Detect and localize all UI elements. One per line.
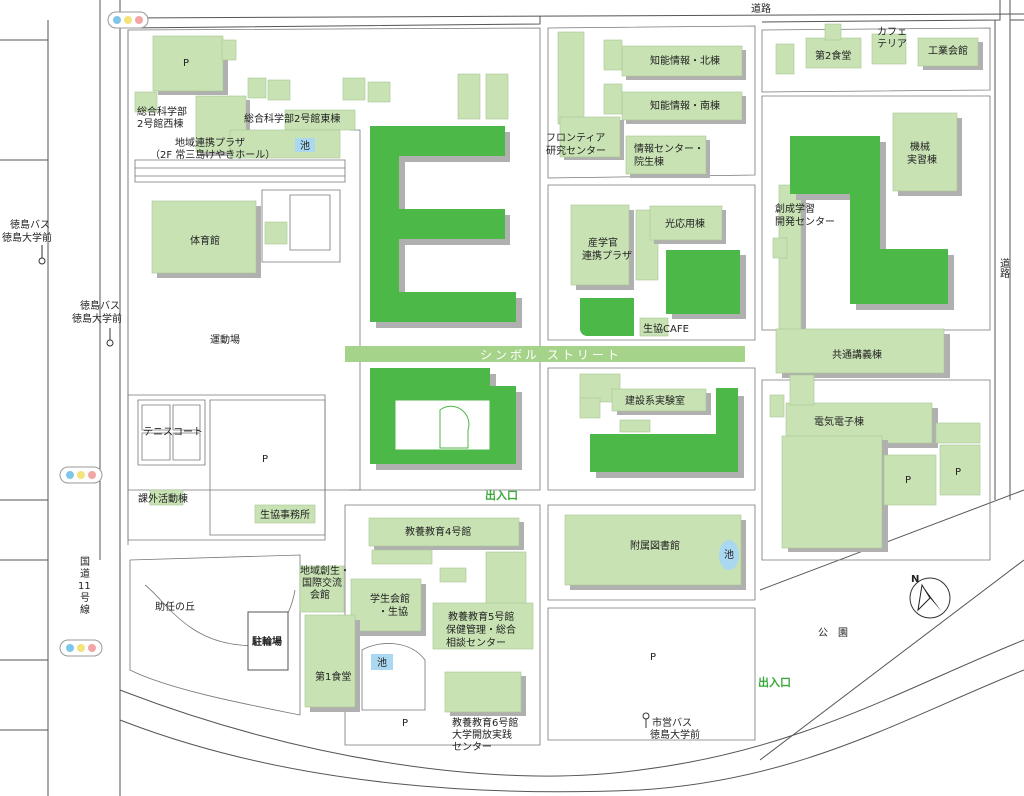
kyoyo4-building: [368, 517, 520, 547]
traffic-signal-icon: [107, 11, 149, 29]
label-kikai: 機械実習棟: [907, 140, 937, 166]
koouyo-building: [649, 205, 723, 241]
label-dai2-shokudo: 第2食堂: [815, 49, 851, 62]
label-undojo: 運動場: [210, 333, 240, 346]
label-koen: 公 園: [818, 627, 848, 639]
label-fuzoku-tosho: 附属図書館: [630, 539, 680, 552]
seikyo-office-building: [254, 504, 316, 524]
main-buildings: [370, 126, 954, 478]
label-tennis: テニスコート: [143, 427, 203, 438]
kyoyo5-building: [432, 602, 534, 650]
pond-1: [295, 138, 315, 152]
dai1-shokudo-building: [304, 614, 356, 708]
label-kogyo-kaikan: 工業会館: [928, 44, 968, 57]
label-road-top: 道路: [751, 2, 771, 15]
label-chino-north: 知能情報・北棟: [650, 54, 720, 67]
label-kyoyo6: 教養教育6号館大学開放実践センター: [452, 716, 518, 753]
symbol-street: [345, 346, 745, 362]
label-frontier: フロンティア研究センター: [546, 133, 606, 157]
label-symbol-street: シンボル ストリート: [480, 348, 622, 362]
label-parking: P: [183, 58, 189, 69]
label-johocenter: 情報センター・院生棟: [634, 142, 704, 168]
right-l-building: [790, 136, 948, 304]
labels: 道路 道路 カフェテリア 工業会館 第2食堂 知能情報・北棟 知能情報・南棟 フ…: [2, 2, 1010, 753]
buildings: [134, 23, 983, 716]
label-road-right: 道路: [998, 257, 1010, 279]
kyotsu-building: [775, 328, 945, 374]
label-bus-shiei: 市営バス徳島大学前: [650, 716, 700, 741]
label-cafeteria: カフェテリア: [877, 26, 907, 50]
traffic-signal-icon: [59, 466, 103, 484]
gakusei-building: [350, 578, 422, 632]
label-bus-tokushima-2: 徳島バス徳島大学前: [72, 299, 122, 325]
label-sukeno-oka: 助任の丘: [155, 600, 195, 613]
north-compass-icon: N: [909, 574, 951, 619]
sangakukan-building: [570, 204, 630, 286]
label-chiiki-plaza: 地域連携プラザ（2F 常三島けやきホール）: [150, 136, 275, 161]
chiiki-plaza-building: [229, 129, 341, 159]
label-bus-tokushima-1: 徳島バス徳島大学前: [2, 218, 52, 244]
label-taiikukan: 体育館: [190, 234, 220, 247]
label-pond-2: 池: [724, 548, 734, 561]
label-seikyo-cafe: 生協CAFE: [643, 322, 689, 335]
label-denki: 電気電子棟: [814, 415, 864, 428]
label-gakusei: 学生会館・生協: [370, 592, 410, 618]
label-parking: P: [402, 718, 408, 729]
dark-block-middle: [666, 250, 740, 314]
label-chino-south: 知能情報・南棟: [650, 99, 720, 112]
label-parking: P: [905, 475, 911, 486]
traffic-signal-icon: [59, 639, 103, 657]
gymnasium-building: [151, 200, 257, 274]
label-sogo-east: 総合科学部2号館東棟: [244, 112, 340, 125]
bicycle-parking: [247, 611, 289, 671]
kagai-building: [149, 489, 184, 506]
kogyo-kaikan-building: [917, 37, 979, 67]
dai2-shokudo-building: [805, 37, 862, 69]
kyoyo6-building: [444, 671, 522, 713]
pond-2: [719, 540, 739, 570]
chiiki-sosei-building: [299, 565, 345, 613]
label-sosei: 創成学習開発センター: [775, 202, 835, 228]
bus-stop-icon: [642, 712, 650, 728]
seikyo-cafe-building: [639, 317, 669, 337]
label-parking: P: [955, 467, 961, 478]
library-building: [564, 514, 742, 586]
label-chiiki-sosei: 地域創生・国際交流会館: [300, 564, 350, 601]
label-pond-3: 池: [377, 656, 387, 669]
johocenter-building: [625, 135, 707, 175]
chino-north-building: [621, 45, 743, 77]
label-parking: P: [262, 454, 268, 465]
bus-stop-icon: [38, 245, 46, 265]
label-kyoyo4: 教養教育4号館: [405, 525, 471, 538]
frontier-building: [559, 116, 621, 158]
label-kagai: 課外活動棟: [138, 492, 188, 505]
kensetsu-l-building: [590, 388, 738, 472]
label-parking: P: [650, 652, 656, 663]
parking-building-topleft: [152, 35, 224, 92]
label-dai1-shokudo: 第1食堂: [315, 670, 351, 683]
label-seikyo-jimusho: 生協事務所: [260, 508, 310, 521]
label-kyotsu: 共通講義棟: [832, 348, 882, 361]
engineering-main-e-building: [370, 126, 516, 322]
label-entrance-1: 出入口: [485, 488, 518, 502]
label-kensetsu: 建設系実験室: [625, 394, 685, 407]
label-sangakukan: 産学官連携プラザ: [582, 236, 632, 262]
bus-stop-icon: [106, 328, 114, 347]
pond-3: [371, 654, 393, 670]
label-pond-1: 池: [300, 139, 310, 152]
label-chuurinjo: 駐輪場: [252, 635, 282, 648]
kensetsu-building: [611, 388, 707, 412]
north-label: N: [911, 574, 919, 585]
dark-block-cafe: [580, 298, 634, 336]
label-koouyo: 光応用棟: [665, 217, 705, 230]
label-entrance-2: 出入口: [758, 675, 791, 689]
chino-south-building: [621, 91, 743, 121]
kikai-building: [892, 112, 958, 192]
label-kyoyo5: 教養教育5号館保健管理・総合相談センター: [446, 610, 516, 649]
